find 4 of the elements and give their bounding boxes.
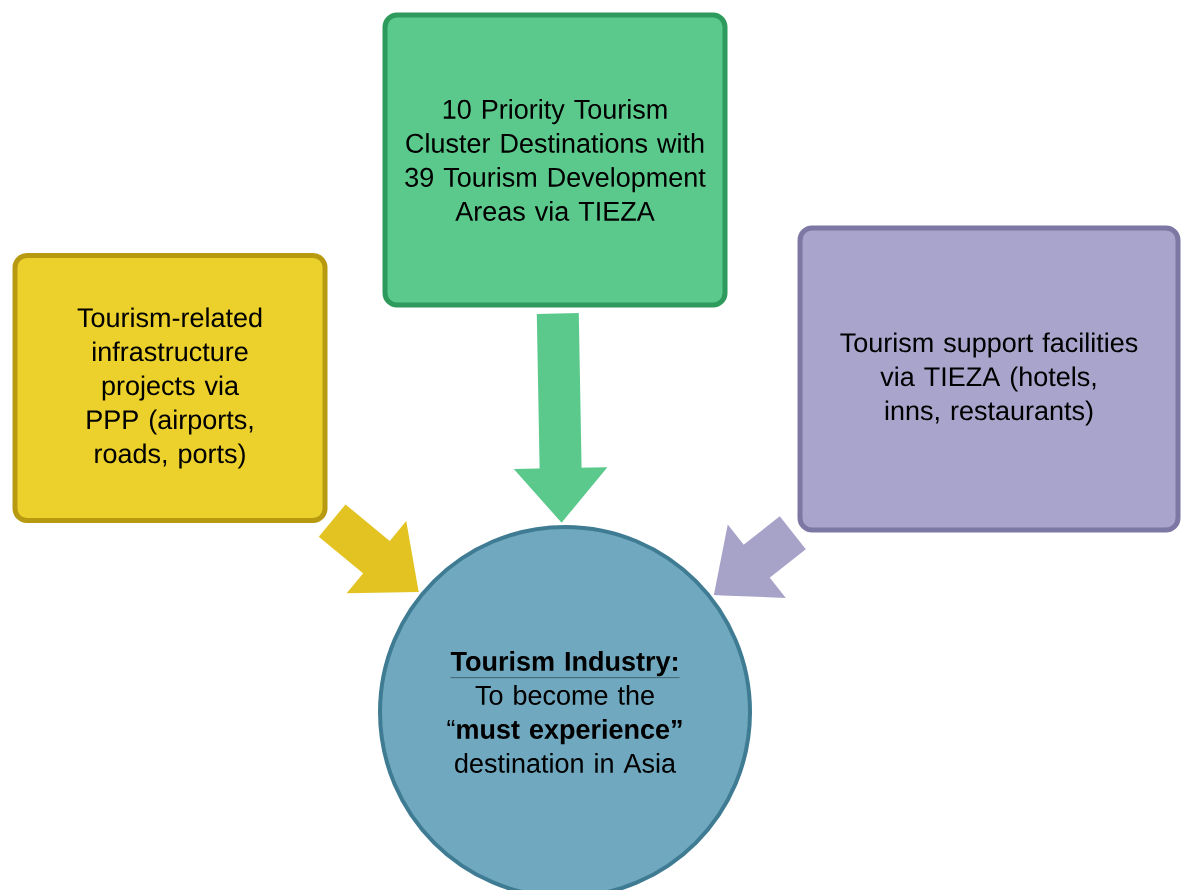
circle-node: Tourism Industry: To become the “must experience” destination in Asia bbox=[378, 525, 752, 890]
process-box: Tourism-related infrastructure projects via PPP (airports, roads, ports) bbox=[12, 253, 328, 523]
process-box: Tourism support facilities via TIEZA (hotels, inns, restaurants) bbox=[797, 225, 1181, 533]
process-box: 10 Priority Tourism Cluster Destinations with 39 Tourism Development Areas via TIEZA bbox=[382, 12, 728, 308]
